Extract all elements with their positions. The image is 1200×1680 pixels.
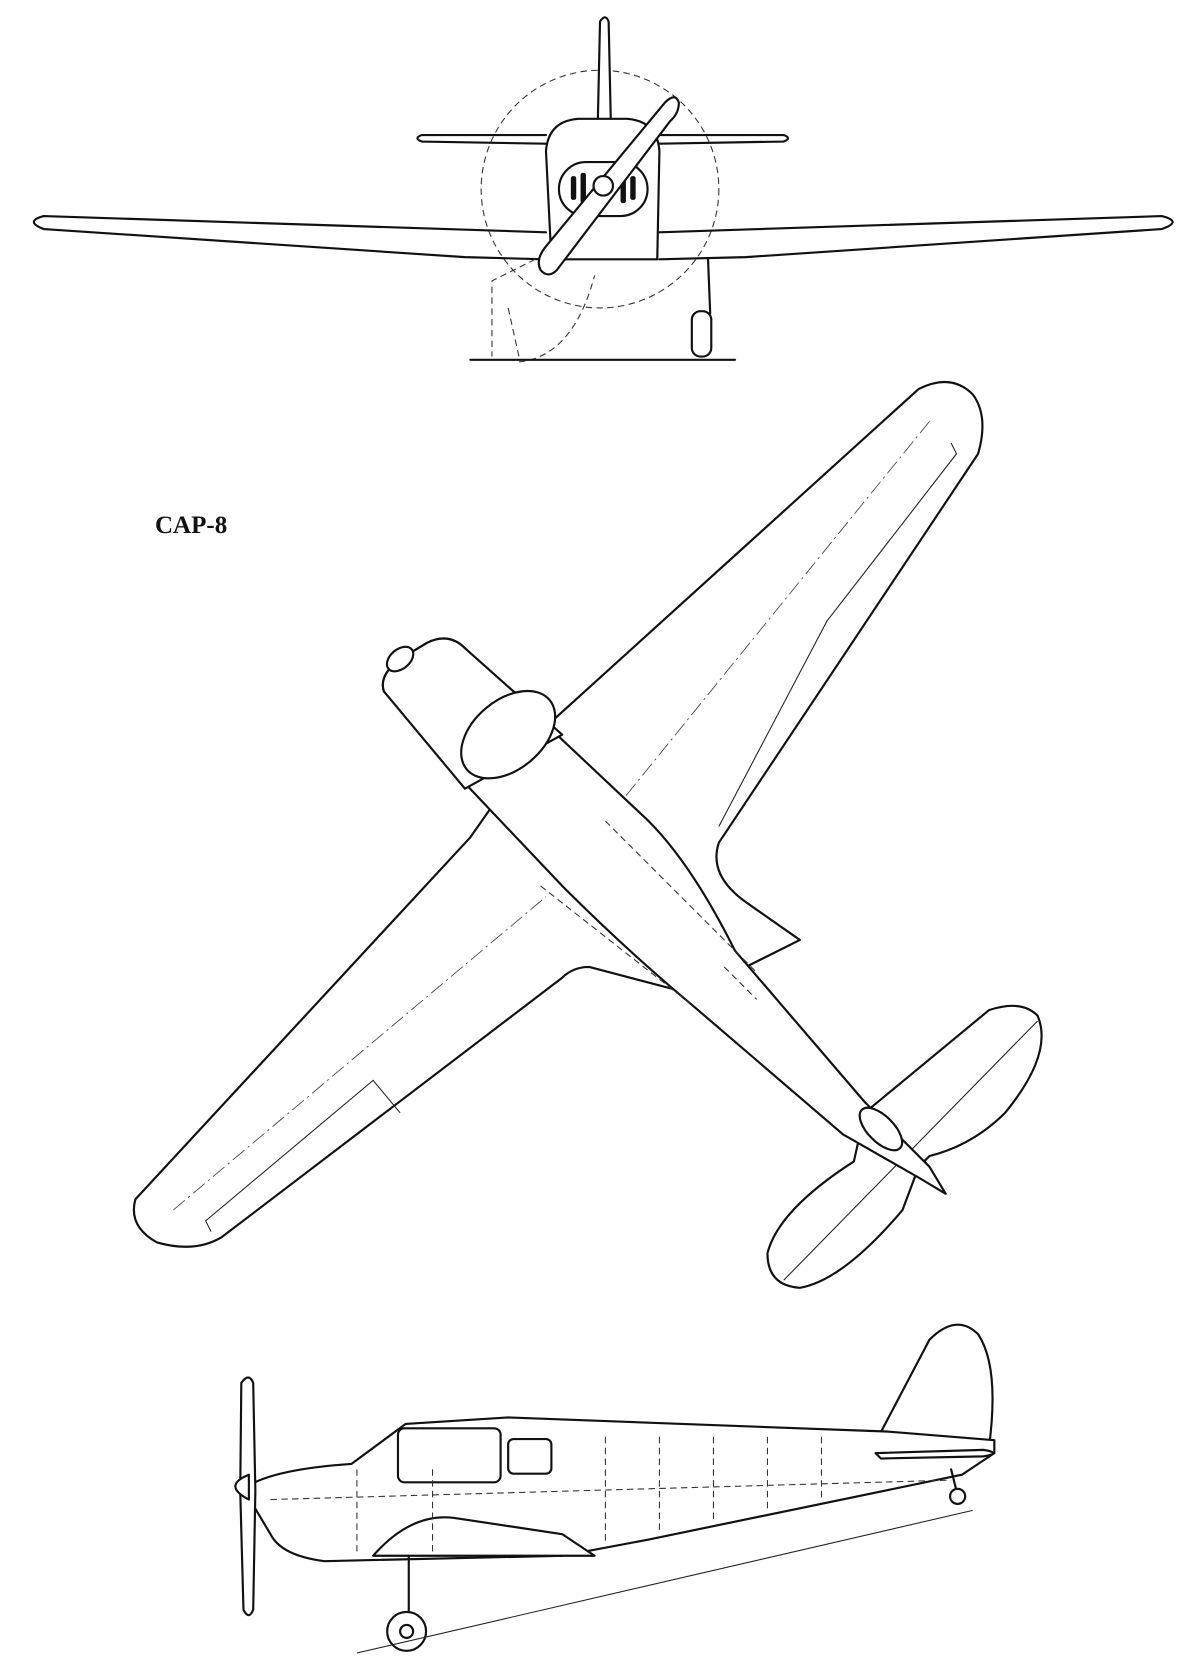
front-wheel [690,310,713,358]
cowling-intake [557,160,649,218]
cylinder-fins [570,172,636,204]
aircraft-title: CAP-8 [155,512,228,539]
tail-fin-top [858,1106,904,1152]
main-wheel-hub [399,1623,415,1639]
tail-wheel [948,1487,967,1505]
front-view [32,16,1174,363]
side-fin [874,1323,994,1449]
right-aileron [718,442,958,827]
tail-gear-leg [950,1468,958,1493]
left-aileron [204,1079,401,1232]
propeller-disc [480,69,720,309]
fuselage-frames [540,820,758,1006]
windshield-side [396,1427,502,1484]
top-view [132,381,1043,1289]
retracted-gear-dashed [491,258,596,363]
spinner [592,175,615,197]
side-wing-fairing [372,1516,596,1557]
wing-spar-line [172,421,930,1211]
front-wing [32,214,1174,261]
front-landing-gear [706,258,712,315]
side-tailplane [874,1448,995,1460]
top-windshield [460,689,557,780]
side-spinner [234,1473,250,1501]
side-frames [270,1436,952,1556]
side-ground-line [356,1509,973,1654]
front-tailplane [416,133,790,145]
front-fin [596,16,612,123]
cabin-window [507,1437,553,1475]
side-view [234,1323,996,1654]
top-spinner [385,645,415,673]
